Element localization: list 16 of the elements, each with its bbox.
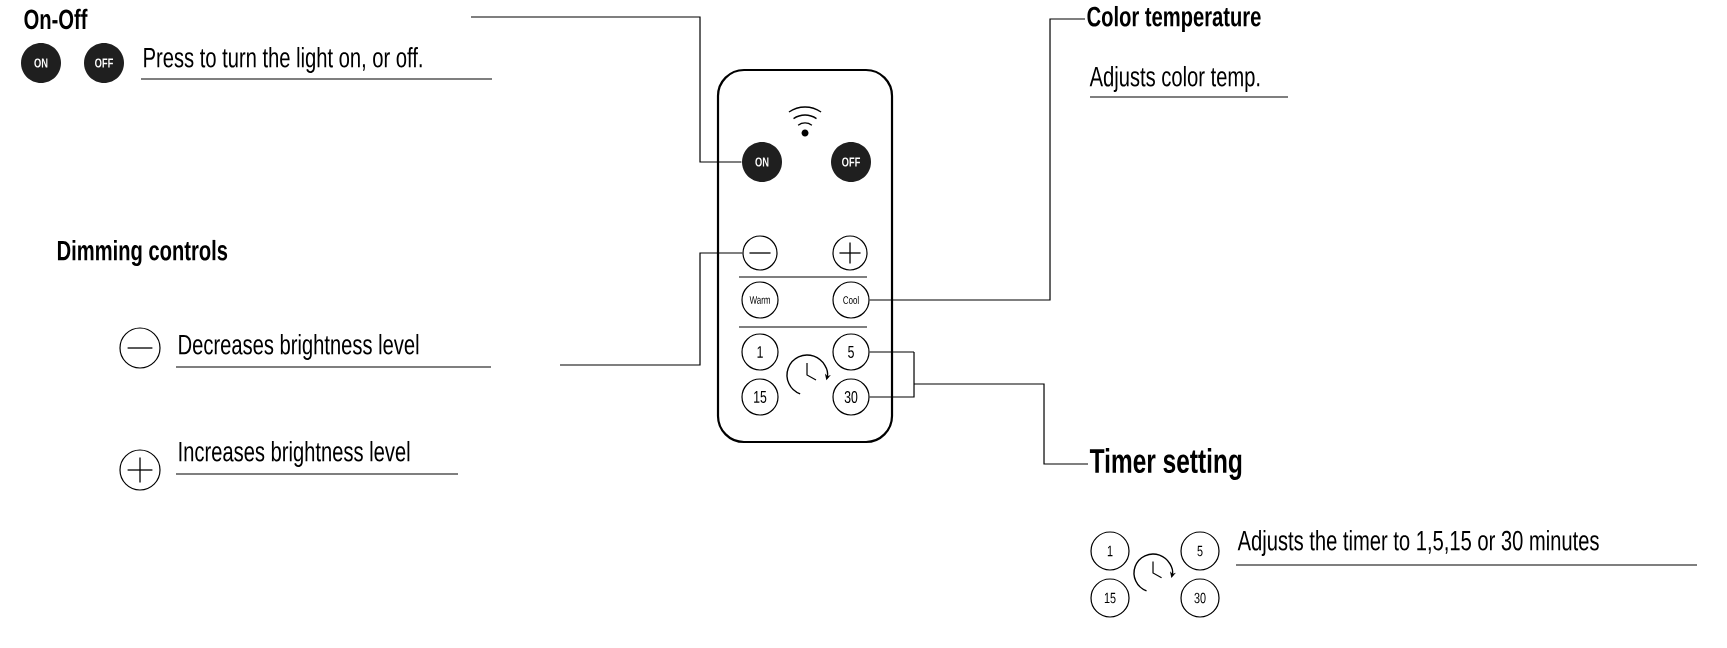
plus-button: [832, 235, 868, 271]
description-text: Increases brightness level: [179, 440, 410, 468]
leader-line: [559, 252, 743, 366]
leader-line: [869, 351, 1089, 465]
minus-button: [742, 235, 778, 271]
leader-line: [470, 16, 742, 163]
description-text: Adjusts color temp.: [1089, 65, 1260, 93]
leader-line: [869, 18, 1086, 301]
heading: Timer setting: [1089, 448, 1242, 480]
heading: Color temperature: [1087, 5, 1261, 33]
description-text: Adjusts the timer to 1,5,15 or 30 minutes: [1237, 529, 1599, 557]
description-text: Press to turn the light on, or off.: [144, 46, 422, 74]
section-heading: Dimming controls: [57, 239, 228, 267]
description-text: Decreases brightness level: [179, 333, 419, 361]
remote-control: [716, 68, 894, 444]
section-heading: On-Off: [24, 8, 88, 30]
